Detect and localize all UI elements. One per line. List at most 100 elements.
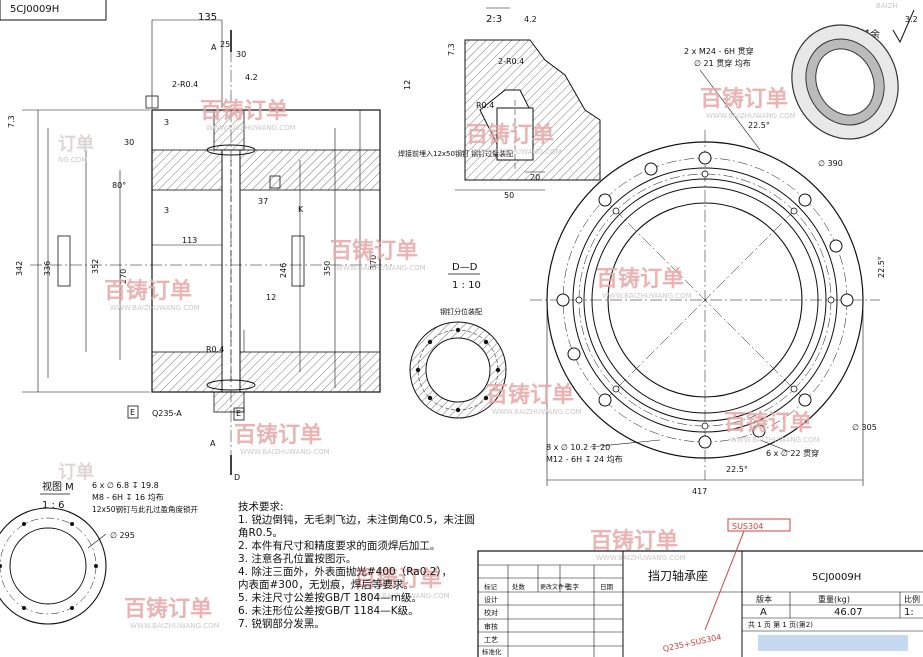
svg-text:WWW.BAIZHUWANG.COM: WWW.BAIZHUWANG.COM <box>602 292 692 300</box>
dim-22-5-a: 22.5° <box>748 121 770 130</box>
dim-390: ∅ 390 <box>818 159 843 168</box>
section-dd-title: D—D <box>452 262 478 273</box>
section-mark-a-bottom: A <box>210 439 216 448</box>
weld-note: 焊接前埋入12x50钢钉 钢钉过量装配 <box>398 149 513 158</box>
svg-text:WWW.BAIZHUWANG.COM: WWW.BAIZHUWANG.COM <box>206 124 296 132</box>
tech-note-line: 1. 锐边倒钝，无毛刺飞边，未注倒角C0.5，未注圆 <box>238 514 475 526</box>
tech-note-line: 内表面#300，无划痕，焊后等要求。 <box>238 579 414 591</box>
technical-requirements: 技术要求: 1. 锐边倒钝，无毛刺飞边，未注倒角C0.5，未注圆 角R0.5。 … <box>238 501 478 631</box>
row-check: 校对 <box>484 608 498 617</box>
datum-e: E <box>130 408 135 417</box>
svg-text:WWW.BAIZHUWANG.COM: WWW.BAIZHUWANG.COM <box>596 554 686 562</box>
svg-text:百铸订单: 百铸订单 <box>330 238 418 264</box>
svg-text:WWW.BAIZHUWANG.COM: WWW.BAIZHUWANG.COM <box>130 622 220 630</box>
dim-305: ∅ 305 <box>852 423 877 432</box>
detail-view-weld: 2:3 4.2 7.3 2-R0.4 12 R0.4 50 20 焊接前埋入12… <box>398 7 601 200</box>
title-block: 标记 处数 更改文件号 签字 日期 设计 校对 审核 工艺 标准化 挡刀轴承座 … <box>477 518 923 657</box>
dim-3b: 3 <box>164 118 169 127</box>
material-lower: Q235+SUS304 <box>662 633 722 654</box>
hole-note-22: 6 x ∅ 22 贯穿 <box>766 448 819 458</box>
dim-37: 37 <box>258 197 268 206</box>
row-design: 设计 <box>484 595 498 604</box>
dim-30b: 30 <box>124 138 134 147</box>
svg-text:WWW.BAIZHUWANG.COM: WWW.BAIZHUWANG.COM <box>730 436 820 444</box>
watermarks: 百铸订单 WWW.BAIZHUWANG.COM 百铸订单 WWW.BAIZHUW… <box>58 2 898 630</box>
dim-3a: 3 <box>164 206 169 215</box>
hole-note-m12: 8 x ∅ 10.2 ↧ 20 <box>546 443 610 452</box>
main-section-view: 135 25 30 4.2 7.3 30 80° 3 3 113 270 352… <box>7 12 392 482</box>
svg-text:百铸订单: 百铸订单 <box>590 528 678 554</box>
tech-note-line: 3. 注意各孔位置按图示。 <box>238 553 357 565</box>
dim-336: 336 <box>43 261 52 276</box>
view-m-note-3: 12x50钢钉与此孔过盈角度锁开 <box>92 504 199 514</box>
detail-dim-4-2: 4.2 <box>524 15 537 24</box>
svg-text:百铸订单: 百铸订单 <box>354 566 442 592</box>
svg-text:WWW.BAIZHUWANG.COM: WWW.BAIZHUWANG.COM <box>110 304 200 312</box>
dim-7-3: 7.3 <box>7 115 16 128</box>
row-review: 审核 <box>484 622 498 631</box>
dim-2-r0-4: 2-R0.4 <box>172 80 198 89</box>
material-note-q235: Q235-A <box>152 409 182 418</box>
dim-30: 30 <box>236 50 246 59</box>
view-m-note-1: 6 x ∅ 6.8 ↧ 19.8 <box>92 481 159 490</box>
detail-dim-r0-4: R0.4 <box>476 101 494 110</box>
scale-value: 1: <box>904 607 914 618</box>
datum-e2: E <box>236 409 241 418</box>
tech-note-line: 7. 锐钢部分发黑。 <box>238 618 325 630</box>
dim-12: 12 <box>266 293 276 302</box>
svg-text:5CJ0009H: 5CJ0009H <box>10 4 59 15</box>
weight-value: 46.07 <box>834 607 863 618</box>
dim-135: 135 <box>198 12 217 23</box>
svg-text:BAIZH: BAIZH <box>876 2 898 10</box>
dim-352: 352 <box>91 259 100 274</box>
svg-text:WWW.BAIZHUWANG.COM: WWW.BAIZHUWANG.COM <box>492 408 582 416</box>
row-standard: 标准化 <box>482 647 502 656</box>
col-version: 版本 <box>756 594 772 604</box>
dim-4-2: 4.2 <box>245 73 258 82</box>
svg-text:WWW.BAIZHUWANG.COM: WWW.BAIZHUWANG.COM <box>336 264 426 272</box>
part-name: 挡刀轴承座 <box>648 568 708 583</box>
tech-notes-title: 技术要求: <box>238 501 284 513</box>
svg-text:百铸订单: 百铸订单 <box>234 422 322 448</box>
tech-note-line: 4. 除注三面外，外表面抛光#400（Ra0.2）， <box>238 566 453 578</box>
blurred-cell <box>758 635 908 651</box>
svg-text:百铸订单: 百铸订单 <box>486 382 574 408</box>
dim-22-5-c: 22.5° <box>726 465 748 474</box>
svg-text:百铸订单: 百铸订单 <box>596 266 684 292</box>
view-m-scale: 1 : 6 <box>42 500 64 511</box>
dim-113: 113 <box>182 236 197 245</box>
dim-80deg: 80° <box>112 181 126 190</box>
svg-text:WWW.BAIZHUWANG.COM: WWW.BAIZHUWANG.COM <box>360 592 450 600</box>
section-dd-scale: 1 : 10 <box>452 280 481 291</box>
version-value: A <box>760 607 767 618</box>
top-left-drawing-number: 5CJ0009H <box>0 0 107 21</box>
svg-text:订单: 订单 <box>58 461 94 483</box>
tech-note-line: 5. 未注尺寸公差按GB/T 1804—m级。 <box>238 592 422 604</box>
section-mark-a-top: A <box>211 43 217 52</box>
dim-417: 417 <box>692 487 707 496</box>
svg-text:NG.COM: NG.COM <box>58 156 87 164</box>
svg-text:百铸订单: 百铸订单 <box>466 122 554 148</box>
col-weight: 重量(kg) <box>818 594 850 604</box>
row-process: 工艺 <box>484 636 498 644</box>
view-m-dia: ∅ 295 <box>110 531 135 540</box>
view-m-title: 视图 M <box>42 480 74 493</box>
nail-note: 钢钉分位装配 <box>440 307 482 316</box>
detail-dim-7-3: 7.3 <box>447 43 456 56</box>
tech-note-line: 6. 未注形位公差按GB/T 1184—K级。 <box>238 605 419 617</box>
svg-text:百铸订单: 百铸订单 <box>104 278 192 304</box>
header-count: 处数 <box>512 582 526 591</box>
dim-22-5-b: 22.5° <box>877 256 886 278</box>
header-sign: 签字 <box>566 582 580 591</box>
detail-dim-20: 20 <box>530 173 540 182</box>
svg-text:WWW.BAIZHUWANG.COM: WWW.BAIZHUWANG.COM <box>240 448 330 456</box>
dim-350: 350 <box>323 261 332 276</box>
detail-dim-2-r0-4: 2-R0.4 <box>498 57 524 66</box>
svg-text:3.2: 3.2 <box>905 15 918 24</box>
dim-270: 270 <box>119 269 128 284</box>
dim-370: 370 <box>369 255 378 270</box>
svg-text:百铸订单: 百铸订单 <box>200 98 288 124</box>
svg-text:百铸订单: 百铸订单 <box>724 410 812 436</box>
section-mark-d-bottom: D <box>234 473 240 482</box>
